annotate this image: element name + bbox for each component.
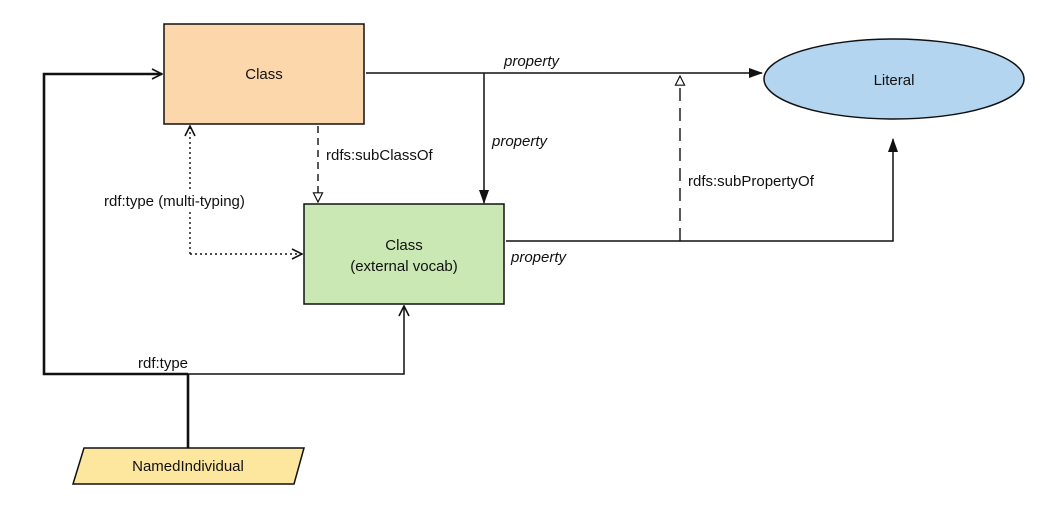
external-to-literal-label: property [510,249,568,266]
node-class-external[interactable]: Class (external vocab) [303,203,505,305]
node-named-individual[interactable]: NamedIndividual [71,447,305,485]
edge-external-to-literal [506,138,898,242]
subclass-of-label: rdfs:subClassOf [326,147,434,164]
node-class-external-label-2: (external vocab) [350,258,458,275]
subproperty-of-label: rdfs:subPropertyOf [688,173,815,190]
node-class-external-box [303,203,505,305]
node-literal[interactable]: Literal [763,38,1025,120]
edge-individual-type [42,74,404,448]
individual-type-label: rdf:type [138,355,188,372]
node-named-individual-shape [71,447,305,485]
node-class[interactable]: Class [163,23,365,125]
class-to-external-label: property [491,133,549,150]
multi-typing-label-bg [86,190,286,212]
node-class-external-label-1: Class [385,237,423,254]
class-to-literal-label: property [503,53,561,70]
node-literal-label: Literal [874,72,915,89]
node-named-individual-label: NamedIndividual [132,458,244,475]
node-literal-ellipse [763,38,1025,120]
multi-typing-label: rdf:type (multi-typing) [104,193,245,210]
node-class-box [163,23,365,125]
node-class-label: Class [245,66,283,83]
